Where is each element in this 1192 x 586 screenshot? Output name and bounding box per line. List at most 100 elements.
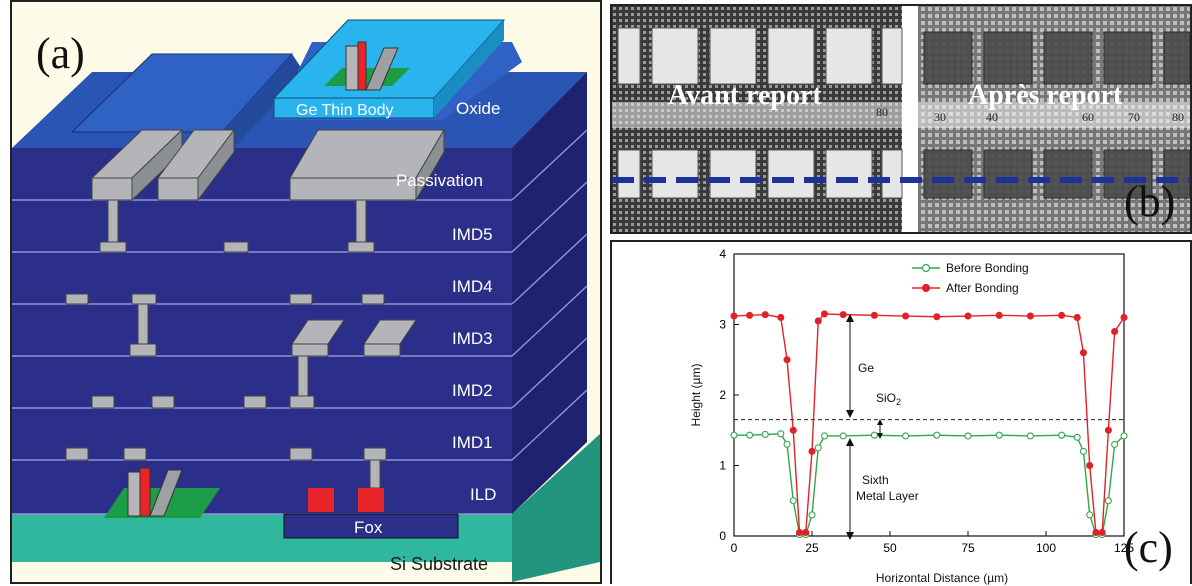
- right-scale-60: 60: [1082, 110, 1094, 124]
- y-tick-label-1: 1: [719, 459, 726, 473]
- after-point-16: [995, 311, 1003, 319]
- after-point-21: [1086, 461, 1094, 470]
- ge-annotation: Ge: [858, 361, 874, 375]
- ild-layer: [12, 460, 512, 514]
- red-contact-left: [308, 488, 334, 512]
- y-tick-label-2: 2: [719, 388, 726, 402]
- ge-gate-red: [357, 41, 367, 91]
- fox-region: [283, 513, 459, 539]
- after-point-17: [1026, 312, 1034, 320]
- before-point-17: [1026, 432, 1034, 440]
- before-point-16: [995, 431, 1003, 439]
- legend-after-label: After Bonding: [946, 281, 1019, 295]
- before-point-25: [1111, 440, 1119, 448]
- fox-label: Fox: [354, 518, 383, 537]
- legend-before-label: Before Bonding: [946, 261, 1029, 275]
- x-tick-label-0: 0: [731, 541, 738, 555]
- before-point-14: [933, 431, 941, 439]
- panel-a-label: (a): [36, 29, 85, 78]
- sixth-annotation-line1: Sixth: [862, 473, 889, 487]
- sixth-annotation-line2: Metal Layer: [856, 489, 919, 503]
- y-tick-label-3: 3: [719, 318, 726, 332]
- imd4-layer: [12, 252, 512, 304]
- after-point-0: [730, 312, 738, 320]
- after-caption: Après report: [968, 80, 1123, 111]
- before-point-3: [777, 430, 785, 438]
- panel-b-label: (b): [1124, 177, 1175, 226]
- imd1-layer: [12, 408, 512, 460]
- micrograph-after: 30 40 60 70 80 Après report: [918, 6, 1190, 232]
- series-layer: [730, 310, 1128, 539]
- right-scale-80: 80: [1172, 110, 1184, 124]
- x-tick-label-2: 50: [883, 541, 897, 555]
- oxide-label: Oxide: [456, 99, 500, 118]
- device-cross-section: Si Substrate Oxide: [12, 19, 600, 582]
- after-point-3: [777, 313, 785, 321]
- imd1-label: IMD1: [452, 433, 493, 452]
- before-point-15: [964, 432, 972, 440]
- x-tick-label-5: 125: [1114, 541, 1134, 555]
- imd5-layer: [12, 200, 512, 252]
- imd2-label: IMD2: [452, 381, 493, 400]
- y-axis-title: Height (µm): [689, 364, 703, 427]
- before-point-11: [839, 432, 847, 440]
- after-point-25: [1111, 328, 1119, 336]
- after-point-20: [1079, 349, 1087, 357]
- after-point-11: [839, 311, 847, 319]
- before-point-2: [761, 430, 769, 439]
- before-point-21: [1086, 511, 1094, 519]
- ge-thin-body-label: Ge Thin Body: [296, 102, 394, 119]
- red-contact-right: [358, 488, 384, 512]
- after-point-4: [783, 356, 791, 364]
- micrograph-pair: 80 Avant report 30 40 60 70 80 Après rep…: [612, 6, 1190, 232]
- ild-label: ILD: [470, 485, 496, 504]
- after-point-12: [870, 311, 878, 319]
- vias-and-pads: [65, 199, 417, 489]
- y-tick-label-0: 0: [719, 529, 726, 543]
- imd4-label: IMD4: [452, 277, 493, 296]
- before-point-10: [820, 432, 829, 440]
- before-caption: Avant report: [668, 80, 822, 111]
- before-point-12: [870, 431, 878, 439]
- after-point-7: [802, 528, 810, 537]
- right-scale-40: 40: [986, 110, 998, 124]
- after-point-14: [933, 313, 941, 321]
- imd3-layer: [12, 304, 512, 356]
- right-scale-30: 30: [934, 110, 946, 124]
- before-point-1: [746, 431, 754, 439]
- after-point-9: [814, 317, 822, 325]
- before-point-0: [730, 431, 738, 439]
- after-point-2: [761, 311, 769, 319]
- before-point-8: [808, 511, 816, 519]
- before-point-26: [1120, 432, 1128, 440]
- legend-after-marker: [921, 283, 931, 293]
- after-point-13: [902, 312, 910, 320]
- si-gate-red: [139, 467, 151, 517]
- after-point-18: [1058, 311, 1066, 319]
- x-tick-label-1: 25: [805, 541, 819, 555]
- before-point-24: [1104, 497, 1112, 505]
- after-point-5: [789, 426, 797, 434]
- panel-c-label: (c): [1124, 523, 1173, 572]
- after-point-15: [964, 312, 972, 320]
- after-point-8: [808, 447, 816, 455]
- after-point-1: [746, 311, 754, 319]
- micrograph-before: 80 Avant report: [612, 6, 903, 232]
- before-point-20: [1079, 447, 1087, 455]
- x-axis-title: Horizontal Distance (µm): [876, 571, 1008, 585]
- before-point-5: [789, 497, 797, 505]
- right-scale-70: 70: [1128, 110, 1140, 124]
- passivation-metal-blocks: [90, 128, 445, 202]
- after-point-23: [1098, 528, 1106, 537]
- x-tick-label-3: 75: [961, 541, 975, 555]
- y-tick-label-4: 4: [719, 247, 726, 261]
- before-point-13: [902, 432, 910, 440]
- imd5-label: IMD5: [452, 225, 493, 244]
- after-point-22: [1092, 528, 1100, 537]
- imd3-label: IMD3: [452, 329, 493, 348]
- panel-a-diagram: Si Substrate Oxide: [10, 0, 602, 584]
- before-point-4: [783, 440, 791, 448]
